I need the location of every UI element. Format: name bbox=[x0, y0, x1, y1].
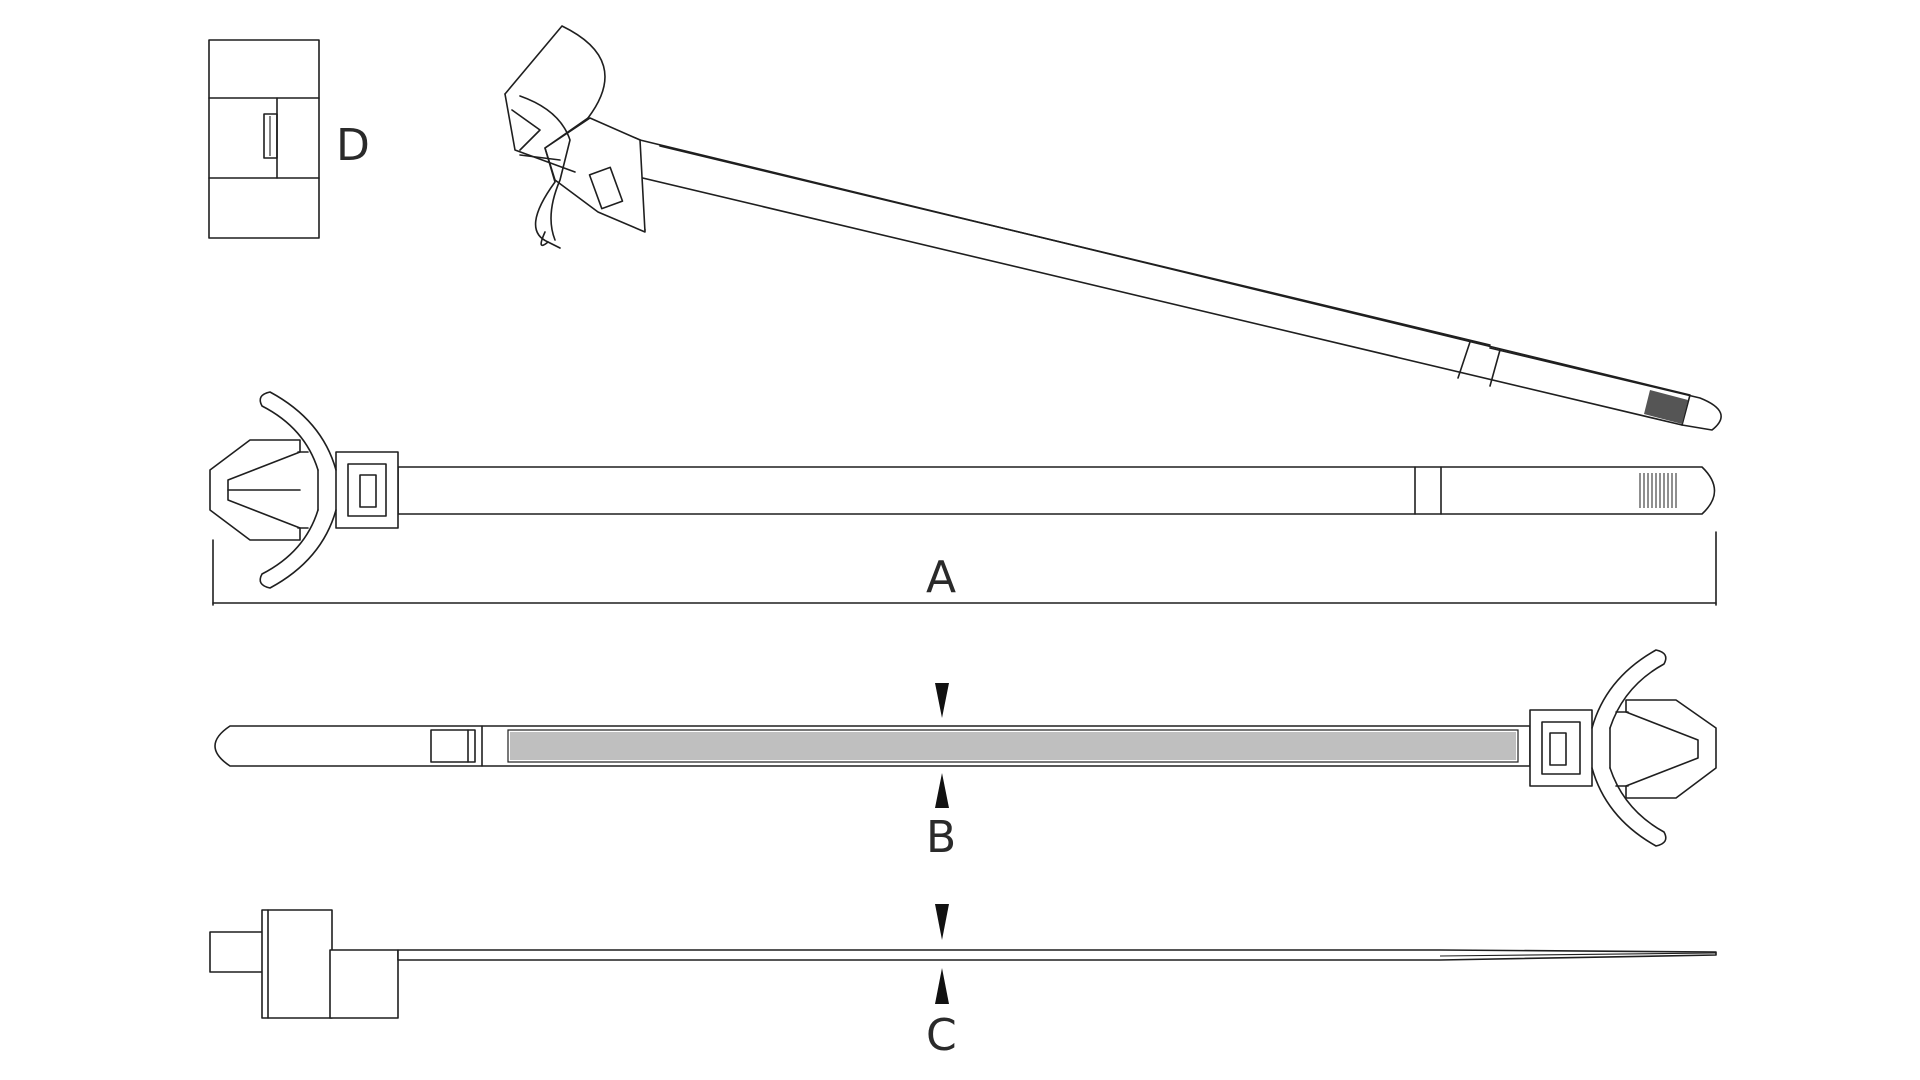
dimension-a bbox=[212, 531, 1717, 606]
top-view-strap-teeth bbox=[1639, 473, 1677, 508]
dimension-b-arrow-bottom bbox=[935, 773, 949, 808]
dimension-label-d: D bbox=[336, 120, 370, 171]
bottom-view-ratchet-teeth bbox=[507, 729, 1519, 763]
dimension-label-b: B bbox=[926, 812, 956, 863]
head-end-view bbox=[208, 39, 320, 239]
strap-tip-teeth bbox=[1644, 390, 1688, 424]
dimension-c bbox=[935, 904, 949, 1004]
dimension-c-arrow-bottom bbox=[935, 968, 949, 1004]
dimension-b-arrow-top bbox=[935, 683, 949, 718]
dimension-label-c: C bbox=[926, 1010, 957, 1061]
top-view bbox=[209, 391, 1716, 589]
dimension-b bbox=[935, 683, 949, 808]
dimension-label-a: A bbox=[926, 552, 956, 603]
bottom-view bbox=[214, 649, 1717, 847]
isometric-view bbox=[504, 25, 1722, 431]
side-view bbox=[209, 909, 1717, 1019]
dimension-c-arrow-top bbox=[935, 904, 949, 940]
